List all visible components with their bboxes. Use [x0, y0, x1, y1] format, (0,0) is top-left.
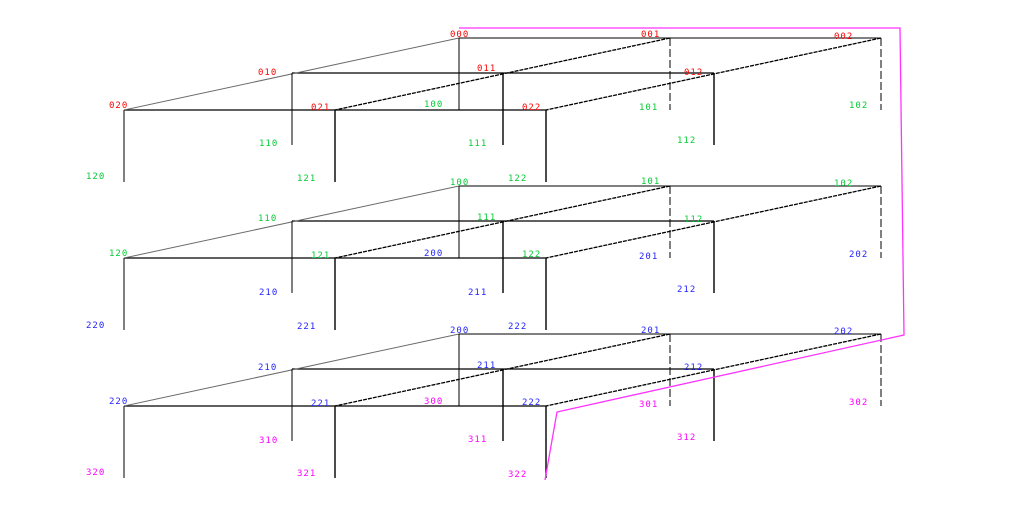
label-221: 221 [311, 399, 330, 409]
label-012: 012 [684, 68, 703, 78]
label-011: 011 [477, 64, 496, 74]
label-220: 220 [109, 397, 128, 407]
label-101: 101 [639, 103, 658, 113]
label-202: 202 [834, 327, 853, 337]
label-200: 200 [450, 326, 469, 336]
label-212: 212 [684, 363, 703, 373]
label-312: 312 [677, 433, 696, 443]
label-212: 212 [677, 285, 696, 295]
highlight-boundary-line [459, 27, 905, 481]
label-211: 211 [468, 288, 487, 298]
label-320: 320 [86, 468, 105, 478]
label-201: 201 [641, 326, 660, 336]
label-112: 112 [684, 215, 703, 225]
label-001: 001 [641, 30, 660, 40]
label-211: 211 [477, 361, 496, 371]
label-020: 020 [109, 101, 128, 111]
label-120: 120 [86, 172, 105, 182]
label-021: 021 [311, 103, 330, 113]
label-220: 220 [86, 321, 105, 331]
label-321: 321 [297, 469, 316, 479]
label-222: 222 [522, 398, 541, 408]
label-300: 300 [424, 397, 443, 407]
label-002: 002 [834, 32, 853, 42]
label-110: 110 [258, 214, 277, 224]
label-201: 201 [639, 252, 658, 262]
label-022: 022 [522, 103, 541, 113]
label-302: 302 [849, 398, 868, 408]
label-111: 111 [477, 213, 496, 223]
label-111: 111 [468, 139, 487, 149]
highlight-path [459, 27, 905, 481]
label-121: 121 [297, 174, 316, 184]
label-322: 322 [508, 470, 527, 480]
label-102: 102 [834, 179, 853, 189]
label-100: 100 [424, 100, 443, 110]
label-202: 202 [849, 250, 868, 260]
label-010: 010 [258, 68, 277, 78]
label-110: 110 [259, 139, 278, 149]
label-310: 310 [259, 436, 278, 446]
label-200: 200 [424, 249, 443, 259]
label-100: 100 [450, 178, 469, 188]
label-000: 000 [450, 30, 469, 40]
label-301: 301 [639, 400, 658, 410]
label-122: 122 [522, 250, 541, 260]
label-120: 120 [109, 249, 128, 259]
label-112: 112 [677, 136, 696, 146]
label-121: 121 [311, 251, 330, 261]
lattice-edges [123, 37, 882, 478]
node-labels: 000 001 002 010 011 012 020 021 022 100 … [86, 30, 868, 480]
label-102: 102 [849, 101, 868, 111]
label-210: 210 [259, 288, 278, 298]
label-101: 101 [641, 177, 660, 187]
label-122: 122 [508, 174, 527, 184]
label-311: 311 [468, 435, 487, 445]
label-221: 221 [297, 322, 316, 332]
label-222: 222 [508, 322, 527, 332]
label-210: 210 [258, 363, 277, 373]
